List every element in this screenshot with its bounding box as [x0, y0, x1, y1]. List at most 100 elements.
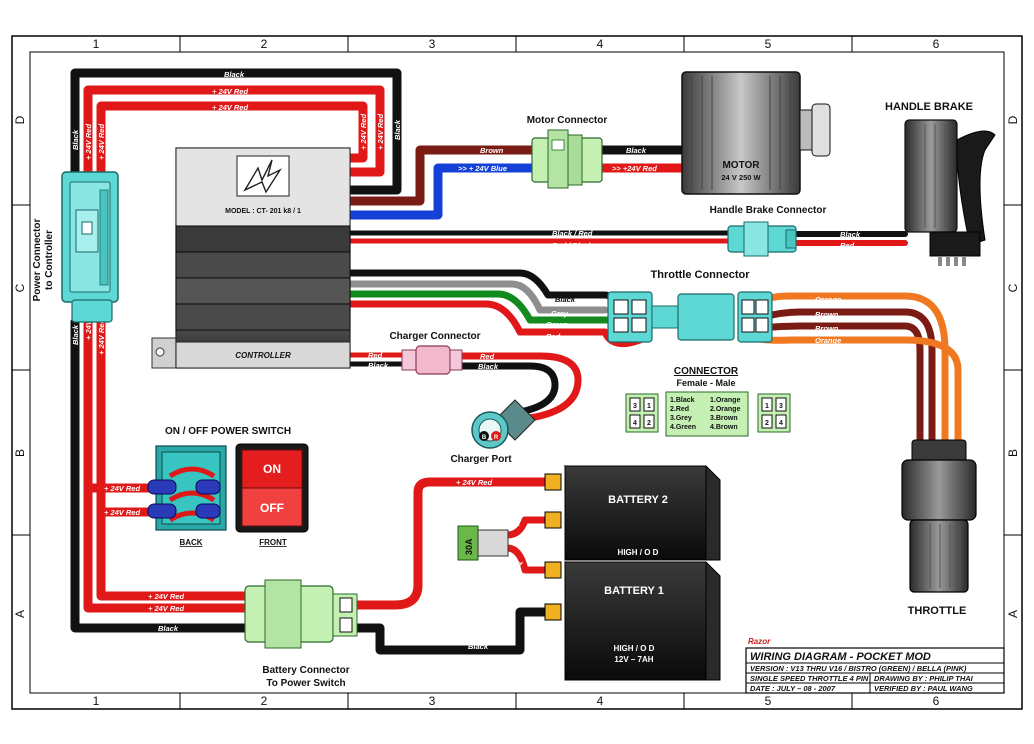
throttle-connector-label: Throttle Connector — [651, 269, 751, 281]
grid-col-4-bottom: 4 — [597, 694, 604, 708]
grid-col-5-top: 5 — [765, 37, 772, 51]
wire-label-switch-red-2: + 24V Red — [104, 508, 140, 517]
wire-label-red-left-top-1: + 24V Red — [84, 124, 93, 160]
handle-brake-connector-label: Handle Brake Connector — [710, 205, 827, 216]
legend-male-4: 4.Brown — [710, 424, 738, 431]
legend-female-2: 2.Red — [670, 406, 689, 413]
grid-col-1-top: 1 — [93, 37, 100, 51]
battery1-spec: 12V – 7AH — [614, 655, 653, 664]
legend-male-pin-3: 3 — [779, 403, 783, 410]
wire-label-bottom-red-1: + 24V Red — [148, 592, 184, 601]
grid-col-2-top: 2 — [261, 37, 268, 51]
legend-male-1: 1.Orange — [710, 397, 740, 404]
legend-female-4: 4.Green — [670, 424, 696, 431]
wire-label-red-motor: >> +24V Red — [612, 164, 657, 173]
switch-front-label: FRONT — [259, 538, 287, 547]
throttle-connector — [607, 291, 773, 343]
grid-row-d-right: D — [1006, 115, 1020, 124]
wire-red-charger-out — [456, 352, 582, 422]
fuse — [457, 525, 509, 561]
legend-female-pin-1: 1 — [647, 403, 651, 410]
wire-label-charger-black-out: Black — [478, 362, 499, 371]
handle-brake — [904, 119, 996, 266]
grid-col-1-bottom: 1 — [93, 694, 100, 708]
grid-col-3-top: 3 — [429, 37, 436, 51]
battery-connector-label-1: Battery Connector — [262, 665, 349, 676]
wire-label-throttle-brown-2: Brown — [815, 324, 839, 333]
wire-label-throttle-green: Green — [546, 320, 568, 329]
wire-label-red-right-2: + 24V Red — [376, 114, 385, 150]
wire-label-brown-motor: Brown — [480, 146, 504, 155]
battery-2 — [544, 465, 721, 561]
power-connector-label-1: Power Connector — [32, 219, 43, 302]
wire-label-throttle-orange-1: Orange — [815, 295, 841, 304]
legend-female-1: 1.Black — [670, 397, 695, 404]
wire-red-fuse-1 — [503, 516, 549, 539]
wire-label-blue-motor: >> + 24V Blue — [458, 164, 507, 173]
title-block-throttle: SINGLE SPEED THROTTLE 4 PIN — [750, 674, 869, 683]
wire-red-top-1 — [83, 85, 385, 177]
battery2-high: HIGH / O D — [618, 548, 659, 557]
legend-male-2: 2.Orange — [710, 406, 740, 413]
battery2-label: BATTERY 2 — [608, 494, 668, 506]
wire-label-black-top: Black — [224, 70, 245, 79]
controller — [151, 147, 351, 369]
wire-label-switch-red-1: + 24V Red — [104, 484, 140, 493]
wire-red-fuse-2 — [503, 544, 549, 574]
wire-label-red-top-2: + 24V Red — [212, 103, 248, 112]
legend-male-pin-2: 2 — [765, 420, 769, 427]
grid-col-4-top: 4 — [597, 37, 604, 51]
wire-label-throttle-orange-2: Orange — [815, 336, 841, 345]
wire-black-top — [70, 68, 402, 195]
charger-connector-label: Charger Connector — [389, 331, 480, 342]
wire-label-throttle-brown-1: Brown — [815, 310, 839, 319]
legend-male-pin-4: 4 — [779, 420, 783, 427]
motor-spec: 24 V 250 W — [721, 173, 761, 182]
title-block-date: DATE : JULY – 08 - 2007 — [750, 684, 836, 693]
motor-connector — [531, 129, 603, 189]
wire-label-black-left-top: Black — [71, 129, 80, 150]
wire-black-charger-out — [456, 362, 559, 416]
wire-red-battery2 — [350, 477, 550, 610]
grid-row-a-right: A — [1006, 610, 1020, 618]
battery-connector-label-2: To Power Switch — [266, 678, 345, 689]
wire-label-battery-black: Black — [468, 642, 489, 651]
switch-on: ON — [263, 462, 281, 476]
grid-row-b-left: B — [13, 449, 27, 457]
wire-label-black-motor: Black — [626, 146, 647, 155]
title-block-drawing-by: DRAWING BY : PHILIP THAI — [874, 674, 974, 683]
wire-label-bottom-red-2: + 24V Red — [148, 604, 184, 613]
wire-labels: Black + 24V Red + 24V Red Black + 24V Re… — [71, 70, 861, 651]
legend-female-3: 3.Grey — [670, 415, 692, 422]
legend-female-pin-4: 4 — [633, 420, 637, 427]
wire-label-brake-black: Black — [840, 230, 861, 239]
charger-port-b: B — [482, 435, 487, 441]
charger-port — [471, 399, 536, 449]
wires — [70, 68, 962, 655]
switch-back-label: BACK — [179, 538, 202, 547]
title-block-version: VERSION : V13 THRU V16 / BISTRO (GREEN) … — [750, 664, 967, 673]
legend-female-pin-2: 2 — [647, 420, 651, 427]
power-switch-front — [235, 443, 309, 533]
legend-female-pin-3: 3 — [633, 403, 637, 410]
motor — [681, 71, 831, 195]
connector-legend — [625, 391, 791, 437]
wire-label-bottom-black: Black — [158, 624, 179, 633]
wire-blue-motor — [345, 163, 545, 220]
battery-connector — [244, 579, 358, 649]
controller-logo-icon — [243, 159, 282, 194]
grid-col-2-bottom: 2 — [261, 694, 268, 708]
handle-brake-label: HANDLE BRAKE — [885, 101, 973, 113]
wire-label-red-right-1: + 24V Red — [359, 114, 368, 150]
power-connector — [61, 171, 119, 323]
wire-label-throttle-red: Red — [546, 332, 561, 341]
throttle — [901, 439, 977, 593]
charger-port-r: R — [494, 435, 499, 441]
wire-black-left-down — [70, 317, 250, 633]
grid-col-5-bottom: 5 — [765, 694, 772, 708]
grid-row-a-left: A — [13, 610, 27, 618]
title-block-title: WIRING DIAGRAM - POCKET MOD — [750, 651, 931, 663]
wire-label-charger-red-out: Red — [480, 352, 495, 361]
switch-off: OFF — [260, 501, 284, 515]
